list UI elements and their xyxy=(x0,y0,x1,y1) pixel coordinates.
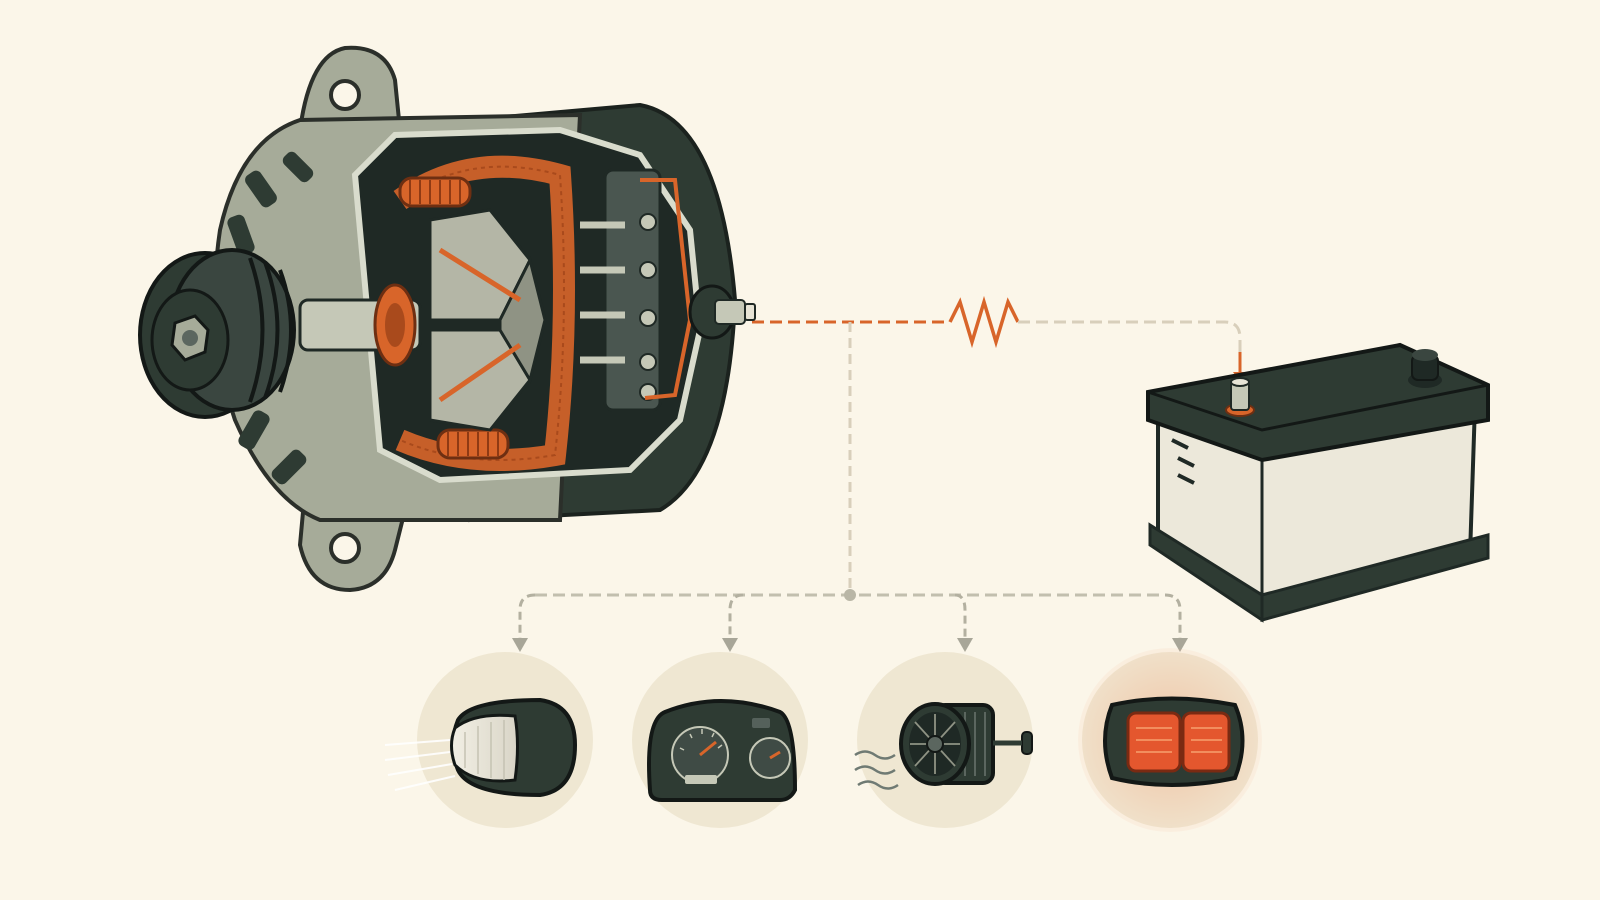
negative-terminal xyxy=(1408,349,1442,388)
battery-wire xyxy=(1018,320,1242,372)
battery-base xyxy=(1148,522,1490,623)
tail-light-icon xyxy=(1103,696,1245,787)
blower-fan-icon xyxy=(854,702,1033,790)
battery-vents xyxy=(1171,438,1195,485)
load-headlight xyxy=(384,652,593,828)
instrument-cluster-icon xyxy=(647,699,798,802)
load-devices xyxy=(384,648,1262,832)
positive-terminal xyxy=(1225,377,1255,417)
resistor-zigzag-icon xyxy=(948,295,1020,349)
field-coil-top xyxy=(398,176,472,208)
mounting-lug-top xyxy=(297,45,403,132)
rotor-shaft xyxy=(298,283,422,367)
car-battery-icon xyxy=(1146,342,1490,623)
branch-arrows xyxy=(518,593,1182,640)
field-coil-bottom xyxy=(436,428,510,460)
bus-junction-dot xyxy=(844,589,856,601)
pulley-icon xyxy=(138,248,296,419)
wiring xyxy=(512,295,1247,652)
rotor-claw-poles xyxy=(428,208,547,432)
branch-arrow-heads xyxy=(512,638,1188,652)
alternator-cutaway-icon xyxy=(138,45,756,593)
rectifier-plate xyxy=(580,168,693,412)
output-terminal xyxy=(688,284,756,340)
load-instrument-cluster xyxy=(632,652,808,828)
headlight-icon xyxy=(384,697,578,798)
load-tail-light xyxy=(1078,648,1262,832)
battery-lid xyxy=(1146,342,1490,463)
load-blower-fan xyxy=(854,652,1033,828)
